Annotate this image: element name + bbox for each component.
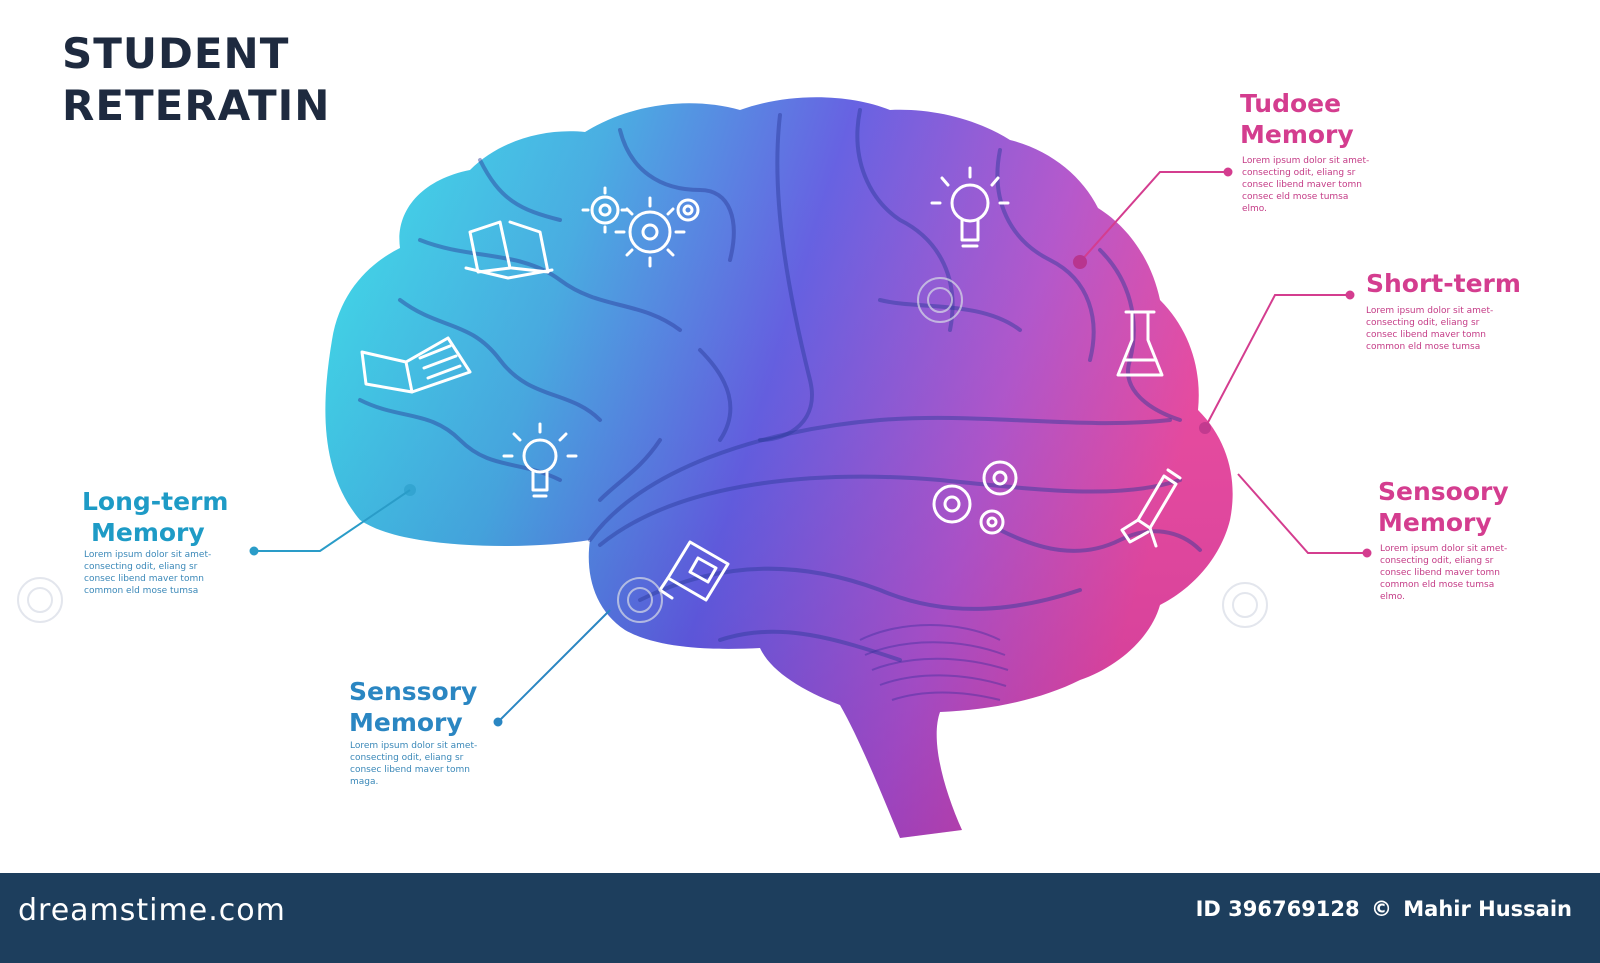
sensory-right-heading: Sensoory Memory bbox=[1378, 476, 1509, 538]
tudoee-heading: Tudoee Memory bbox=[1240, 88, 1354, 150]
long-term-heading-line1: Long-term bbox=[82, 487, 229, 516]
gears-icon bbox=[581, 186, 700, 268]
connector-short-term bbox=[1199, 290, 1355, 434]
open-book-icon bbox=[360, 336, 472, 394]
sensory-right-heading-line1: Sensoory bbox=[1378, 477, 1509, 506]
cerebellum bbox=[859, 624, 1009, 701]
brain-diagram bbox=[17, 97, 1372, 838]
flask-icon bbox=[1116, 310, 1164, 377]
diagram-title: STUDENT RETERATIN bbox=[62, 28, 330, 132]
credit-id: ID 396769128 bbox=[1195, 897, 1360, 921]
connector-sensory-left bbox=[493, 609, 611, 727]
lightbulb-icon-2 bbox=[502, 422, 578, 498]
book-icon bbox=[464, 220, 554, 280]
brain-folds bbox=[358, 108, 1202, 662]
connector-tudoee bbox=[1073, 167, 1233, 269]
title-line-1: STUDENT bbox=[62, 29, 290, 78]
long-term-description: Lorem ipsum dolor sit amet- consecting o… bbox=[84, 550, 212, 596]
connector-sensory-right bbox=[1237, 473, 1372, 558]
tudoee-heading-line1: Tudoee bbox=[1240, 89, 1342, 118]
connector-long-term bbox=[249, 484, 416, 556]
sensory-left-heading: Senssory Memory bbox=[349, 676, 477, 738]
lightbulb-icon bbox=[930, 166, 1010, 248]
sensory-left-heading-line1: Senssory bbox=[349, 677, 478, 706]
brain-shape bbox=[325, 97, 1233, 838]
title-line-2: RETERATIN bbox=[62, 81, 331, 130]
brand-logo[interactable]: dreamstime.com bbox=[18, 893, 286, 928]
tudoee-description: Lorem ipsum dolor sit amet- consecting o… bbox=[1242, 156, 1370, 214]
footer-bar: dreamstime.com ID 396769128 © Mahir Huss… bbox=[0, 873, 1600, 963]
credit-author[interactable]: Mahir Hussain bbox=[1403, 897, 1572, 921]
short-term-heading: Short-term bbox=[1366, 268, 1521, 299]
short-term-heading-line1: Short-term bbox=[1366, 269, 1521, 298]
long-term-heading: Long-term Memory bbox=[82, 486, 228, 548]
watermark bbox=[17, 277, 1268, 628]
sensory-left-description: Lorem ipsum dolor sit amet- consecting o… bbox=[350, 741, 478, 787]
long-term-heading-line2: Memory bbox=[91, 518, 205, 547]
sensory-left-heading-line2: Memory bbox=[349, 708, 463, 737]
copyright-icon: © bbox=[1370, 897, 1392, 921]
short-term-description: Lorem ipsum dolor sit amet- consecting o… bbox=[1366, 306, 1494, 352]
tudoee-heading-line2: Memory bbox=[1240, 120, 1354, 149]
microscope-icon bbox=[1120, 468, 1182, 548]
gears-icon-2 bbox=[932, 460, 1018, 535]
sensory-right-description: Lorem ipsum dolor sit amet- consecting o… bbox=[1380, 544, 1508, 602]
image-credit: ID 396769128 © Mahir Hussain bbox=[1192, 897, 1572, 921]
sensory-right-heading-line2: Memory bbox=[1378, 508, 1492, 537]
